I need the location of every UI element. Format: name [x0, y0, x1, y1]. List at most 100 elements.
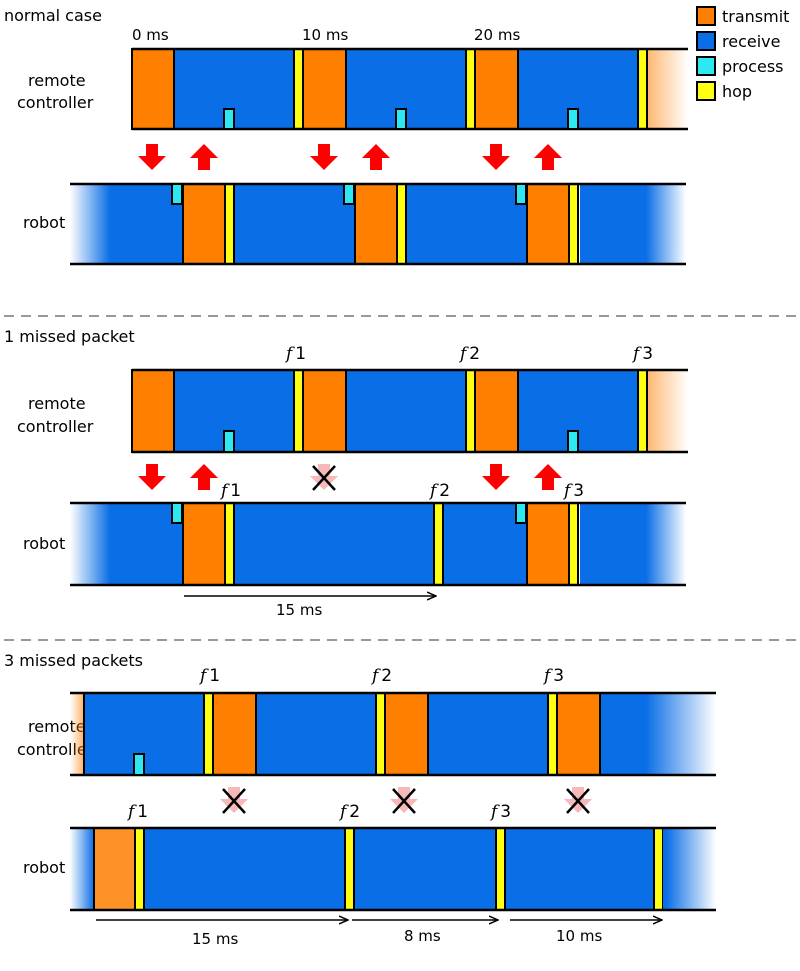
- hop-block: [465, 48, 476, 130]
- section-title-3-missed: 3 missed packets: [4, 651, 143, 670]
- hop-block: [637, 48, 648, 130]
- lost-packet-icon: [390, 787, 418, 814]
- receive-block: [143, 827, 346, 911]
- hop-block: [224, 502, 235, 586]
- process-block: [343, 183, 355, 205]
- interval-label: 10 ms: [556, 927, 602, 945]
- transmit-block: [131, 48, 175, 130]
- process-block: [567, 108, 579, 130]
- process-block: [515, 502, 527, 524]
- interval-label: 15 ms: [276, 601, 322, 619]
- hop-block: [433, 502, 444, 586]
- remote-label-line1: remote: [28, 71, 86, 90]
- robot-label: robot: [23, 213, 65, 232]
- process-block: [171, 183, 183, 205]
- robot-track-1-missed: [70, 501, 686, 587]
- process-block: [171, 502, 183, 524]
- up-arrow-icon: [190, 464, 218, 490]
- down-arrow-icon: [138, 144, 166, 170]
- hop-block: [375, 692, 386, 776]
- process-block: [567, 430, 579, 453]
- hop-block: [293, 369, 304, 453]
- time-label-10ms: 10 ms: [302, 26, 348, 44]
- hop-block: [134, 827, 145, 911]
- hop-block: [344, 827, 355, 911]
- hop-block: [568, 183, 579, 265]
- transmit-block: [474, 369, 519, 453]
- lost-packet-icon: [310, 464, 338, 491]
- legend-transmit-label: transmit: [722, 7, 789, 26]
- remote-track-3-missed: [70, 691, 716, 777]
- hop-block: [568, 502, 579, 586]
- hop-block: [396, 183, 407, 265]
- legend-hop-label: hop: [722, 82, 752, 101]
- transmit-block: [93, 827, 136, 911]
- legend-receive-label: receive: [722, 32, 780, 51]
- packet-arrows-3-missed: [220, 787, 592, 814]
- transmit-block: [302, 369, 347, 453]
- transmit-block: [354, 183, 398, 265]
- down-arrow-icon: [138, 464, 166, 490]
- remote-label-line2: controller: [17, 93, 94, 112]
- hop-block: [224, 183, 235, 265]
- legend-receive-swatch: [696, 31, 716, 51]
- process-block: [223, 108, 235, 130]
- section-title-normal: normal case: [4, 6, 102, 25]
- packet-arrows-normal: [138, 144, 562, 170]
- remote-label-line2: controller: [17, 417, 94, 436]
- receive-block: [427, 692, 549, 776]
- receive-block: [345, 369, 467, 453]
- transmit-block: [556, 692, 601, 776]
- hop-block: [547, 692, 558, 776]
- hop-block: [293, 48, 304, 130]
- process-block: [223, 430, 235, 453]
- hop-block: [637, 369, 648, 453]
- down-arrow-icon: [482, 144, 510, 170]
- transmit-block: [131, 369, 175, 453]
- interval-label: 15 ms: [192, 930, 238, 948]
- receive-block: [255, 692, 377, 776]
- receive-block: [405, 183, 528, 265]
- process-block: [395, 108, 407, 130]
- transmit-block: [526, 183, 570, 265]
- receive-block: [442, 502, 528, 586]
- transmit-block: [474, 48, 519, 130]
- receive-block: [504, 827, 655, 911]
- remote-label-line1: remote: [28, 394, 86, 413]
- transmit-block: [182, 502, 226, 586]
- transmit-block: [182, 183, 226, 265]
- legend-process-label: process: [722, 57, 783, 76]
- section-normal-case: normal case 0 ms 10 ms 20 ms remote cont…: [4, 6, 688, 266]
- packet-arrows-1-missed: [138, 464, 562, 491]
- receive-block: [600, 693, 646, 775]
- robot-track-normal: [70, 182, 686, 266]
- transmit-block: [302, 48, 347, 130]
- robot-track-3-missed: [70, 826, 716, 912]
- time-label-20ms: 20 ms: [474, 26, 520, 44]
- transmit-block: [384, 692, 429, 776]
- down-arrow-icon: [310, 144, 338, 170]
- hop-block: [495, 827, 506, 911]
- up-arrow-icon: [362, 144, 390, 170]
- remote-track-normal: [131, 47, 688, 131]
- legend-hop-swatch: [696, 81, 716, 101]
- hop-block: [203, 692, 214, 776]
- receive-block: [353, 827, 497, 911]
- section-title-1-missed: 1 missed packet: [4, 327, 135, 346]
- lost-packet-icon: [220, 787, 248, 814]
- legend: transmit receive process hop: [696, 6, 789, 101]
- hop-block: [465, 369, 476, 453]
- receive-block: [233, 502, 435, 586]
- receive-block: [233, 183, 356, 265]
